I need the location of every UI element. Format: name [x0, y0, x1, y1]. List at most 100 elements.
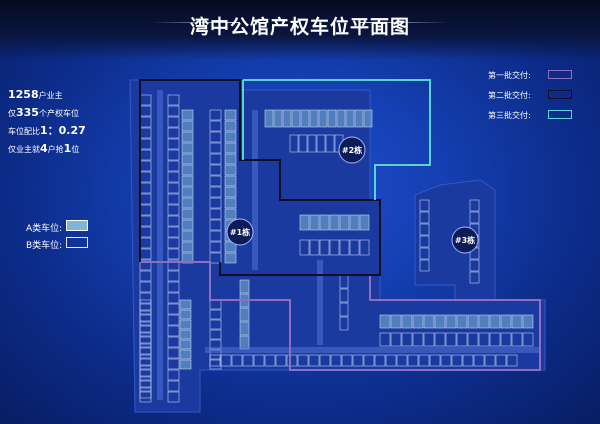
parking-stall: [359, 239, 370, 256]
parking-stall: [167, 182, 180, 194]
parking-stall: [242, 354, 254, 367]
parking-stall: [209, 109, 222, 121]
parking-stall: [434, 332, 446, 347]
parking-stall: [363, 354, 375, 367]
parking-stall: [291, 109, 301, 128]
parking-stall: [181, 175, 194, 187]
parking-stall: [224, 208, 237, 220]
phase3-legend: 第三批交付:: [488, 110, 588, 120]
phase1-label: 第一批交付:: [488, 71, 531, 80]
parking-stall: [467, 332, 479, 347]
parking-stall: [167, 259, 180, 271]
parking-stall: [319, 239, 330, 256]
parking-stall: [167, 281, 180, 293]
building-1-marker: #1栋: [226, 218, 254, 246]
parking-stall: [318, 109, 328, 128]
phase3-label: 第三批交付:: [488, 111, 531, 120]
parking-stall: [167, 325, 180, 337]
compete-num1: 4: [40, 142, 48, 155]
parking-stall: [423, 332, 435, 347]
parking-stall: [181, 164, 194, 176]
parking-stall: [139, 376, 152, 388]
b-type-swatch: [66, 237, 88, 248]
phase3-boundary: [243, 79, 431, 200]
parking-stall: [139, 354, 152, 366]
title-bar: [0, 0, 600, 60]
parking-stall: [167, 237, 180, 249]
parking-stall: [282, 109, 292, 128]
building-3-marker: #3栋: [451, 226, 479, 254]
parking-stall: [339, 288, 349, 303]
parking-stall: [300, 109, 310, 128]
parking-stall: [473, 354, 485, 367]
parking-stall: [167, 336, 180, 348]
parking-stall: [297, 354, 309, 367]
parking-stall: [522, 314, 534, 329]
parking-stall: [298, 134, 308, 153]
parking-stall: [167, 347, 180, 359]
parking-stall: [139, 387, 152, 399]
parking-stall: [273, 109, 283, 128]
owners-count: 1258: [8, 88, 39, 101]
parking-stall: [224, 153, 237, 165]
a-type-swatch: [66, 220, 88, 231]
parking-stall: [445, 314, 457, 329]
parking-stall: [363, 109, 373, 128]
parking-stall: [419, 223, 430, 236]
parking-stall: [511, 314, 523, 329]
parking-stall: [167, 105, 180, 117]
parking-stall: [209, 164, 222, 176]
parking-stall: [264, 109, 274, 128]
phase1-legend: 第一批交付:: [488, 70, 588, 80]
parking-stall: [522, 332, 534, 347]
parking-stall: [181, 120, 194, 132]
parking-stall: [354, 109, 364, 128]
parking-stall: [385, 354, 397, 367]
parking-stall: [419, 199, 430, 212]
parking-stall: [224, 241, 237, 253]
parking-stall: [308, 354, 320, 367]
parking-stall: [462, 354, 474, 367]
parking-stall: [181, 208, 194, 220]
parking-stall: [224, 175, 237, 187]
parking-stall: [209, 142, 222, 154]
parking-stall: [478, 332, 490, 347]
owners-row: 1258户业主: [8, 86, 86, 104]
parking-stall: [419, 259, 430, 272]
parking-stall: [506, 354, 518, 367]
parking-stall: [445, 332, 457, 347]
parking-stall: [167, 94, 180, 106]
parking-stall: [390, 332, 402, 347]
b-type-legend: B类车位:: [26, 237, 88, 251]
parking-stall: [209, 230, 222, 242]
parking-stall: [167, 204, 180, 216]
parking-stall: [319, 354, 331, 367]
parking-stall: [139, 259, 152, 271]
parking-stall: [179, 359, 192, 370]
parking-stall: [440, 354, 452, 367]
parking-stall: [224, 142, 237, 154]
parking-stall: [209, 131, 222, 143]
parking-stall: [412, 314, 424, 329]
b-type-label: B类车位:: [26, 241, 63, 251]
parking-stall: [209, 153, 222, 165]
owners-text: 户业主: [38, 91, 63, 100]
parking-stall: [275, 354, 287, 367]
parking-stall: [330, 354, 342, 367]
parking-stall: [329, 239, 340, 256]
parking-stall: [167, 270, 180, 282]
phase2-boundary: [139, 79, 381, 276]
parking-stall: [419, 235, 430, 248]
parking-stall: [181, 241, 194, 253]
parking-stall: [469, 199, 480, 212]
building-3-label: #3栋: [455, 235, 475, 245]
parking-stall: [396, 354, 408, 367]
parking-stall: [429, 354, 441, 367]
parking-stall: [309, 239, 320, 256]
parking-stall: [419, 247, 430, 260]
parking-stall: [451, 354, 463, 367]
parking-stall: [139, 299, 152, 311]
parking-stall: [307, 134, 317, 153]
parking-stall: [379, 332, 391, 347]
parking-stall: [418, 354, 430, 367]
